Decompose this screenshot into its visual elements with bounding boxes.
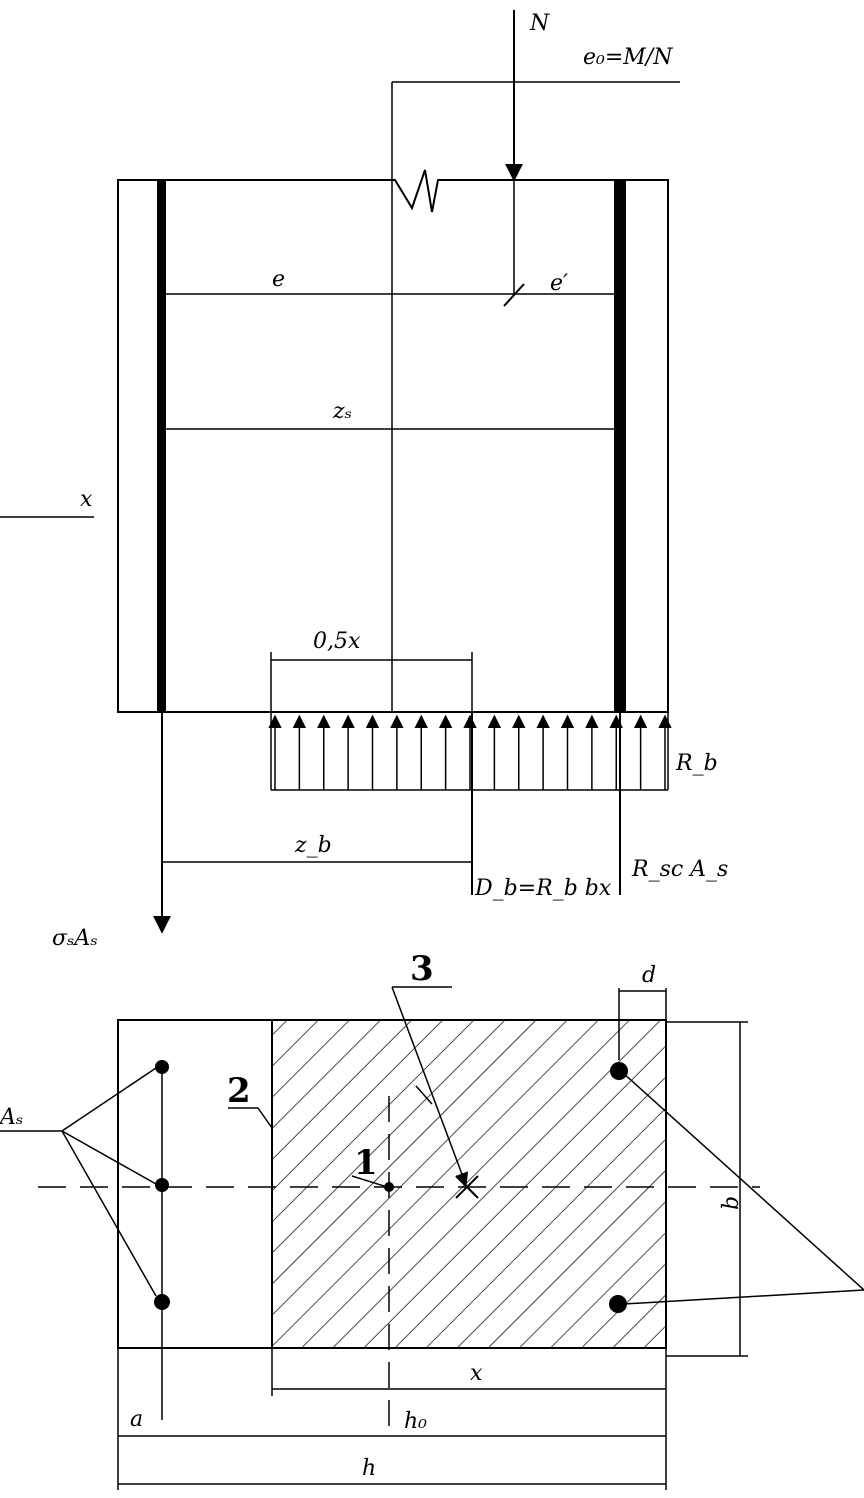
right-leader-bottom [623, 1289, 864, 1305]
cross-section-view: Aₛ 3 2 1 d b x [0, 949, 864, 1490]
e-prime-label: e′ [550, 271, 568, 296]
callout-1-point [384, 1182, 394, 1192]
zs-label: zₛ [332, 399, 352, 424]
as-leader-bottom [61, 1130, 157, 1297]
x-left-label: x [80, 487, 93, 512]
db-label: D_b=R_b bx [474, 876, 612, 901]
as-leader-mid [61, 1130, 157, 1185]
right-leader-top [621, 1071, 864, 1291]
h0-label: h₀ [404, 1409, 427, 1434]
callout-1-leader [351, 1175, 385, 1187]
rsc-label: R_sc A_s [631, 857, 728, 882]
rb-label: R_b [675, 751, 718, 776]
e0-label: e₀=M/N [583, 45, 673, 70]
force-n-label: N [529, 11, 550, 36]
left-rebar [157, 180, 166, 712]
elevation-view: N e₀=M/N e e′ zₛ x 0,5x R_b D_b=R_b bx [0, 10, 728, 951]
x-depth-label: x [470, 1361, 483, 1386]
as-label: Aₛ [0, 1105, 23, 1130]
callout-1-label: 1 [354, 1143, 378, 1183]
stress-block [268, 712, 672, 791]
e-prime-tick [503, 283, 525, 307]
zb-label: z_b [294, 833, 332, 858]
column-outline [117, 169, 669, 713]
h-label: h [362, 1456, 376, 1481]
sigma-as-label: σₛAₛ [52, 926, 98, 951]
hatch-mark [415, 1085, 433, 1105]
callout-3-label: 3 [410, 949, 434, 989]
e-label: e [272, 267, 285, 292]
a-label: a [130, 1407, 143, 1432]
as-leader-top [61, 1067, 157, 1132]
right-rebar [614, 180, 626, 712]
rebar-right-bottom [609, 1295, 627, 1313]
b-label: b [719, 1196, 744, 1210]
rebar-right-top [610, 1062, 628, 1080]
callout-2-label: 2 [227, 1071, 251, 1111]
d-label: d [642, 963, 656, 988]
centroid-cross-b [455, 1175, 479, 1199]
callout-2-leader [257, 1107, 273, 1129]
callout-3-leader [391, 986, 469, 1187]
half-x-label: 0,5x [313, 629, 361, 654]
